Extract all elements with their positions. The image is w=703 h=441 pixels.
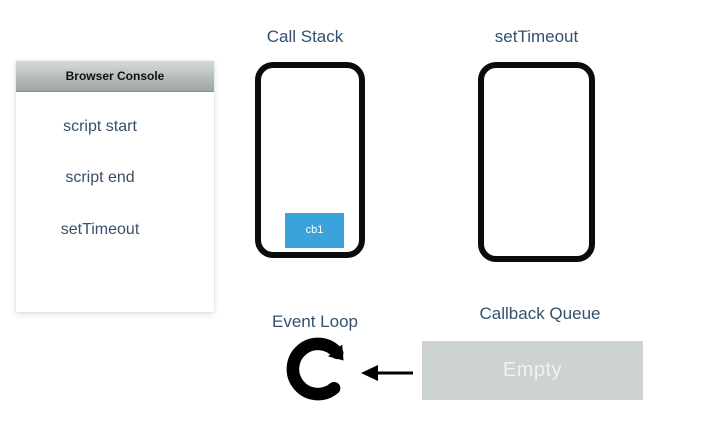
arrow-left-icon: [361, 365, 413, 381]
console-log-entry: script end: [65, 169, 135, 186]
callback-queue-box: Empty: [422, 341, 643, 400]
call-stack-box: cb1: [255, 62, 365, 258]
settimeout-box: [478, 62, 595, 262]
call-stack-title: Call Stack: [266, 27, 344, 46]
clockwise-loop-arrow-icon: [286, 337, 344, 401]
console-log-entry: script start: [63, 118, 137, 135]
callback-queue-empty-label: Empty: [502, 359, 563, 381]
event-loop-title: Event Loop: [271, 312, 358, 331]
stack-frame-cb1: cb1: [285, 213, 344, 248]
browser-console-header: Browser Console: [16, 61, 214, 92]
console-log-entry: setTimeout: [60, 221, 140, 238]
settimeout-title: setTimeout: [494, 27, 579, 46]
browser-console-panel: Browser Console script start script end …: [16, 61, 214, 312]
callback-queue-title: Callback Queue: [479, 304, 601, 323]
